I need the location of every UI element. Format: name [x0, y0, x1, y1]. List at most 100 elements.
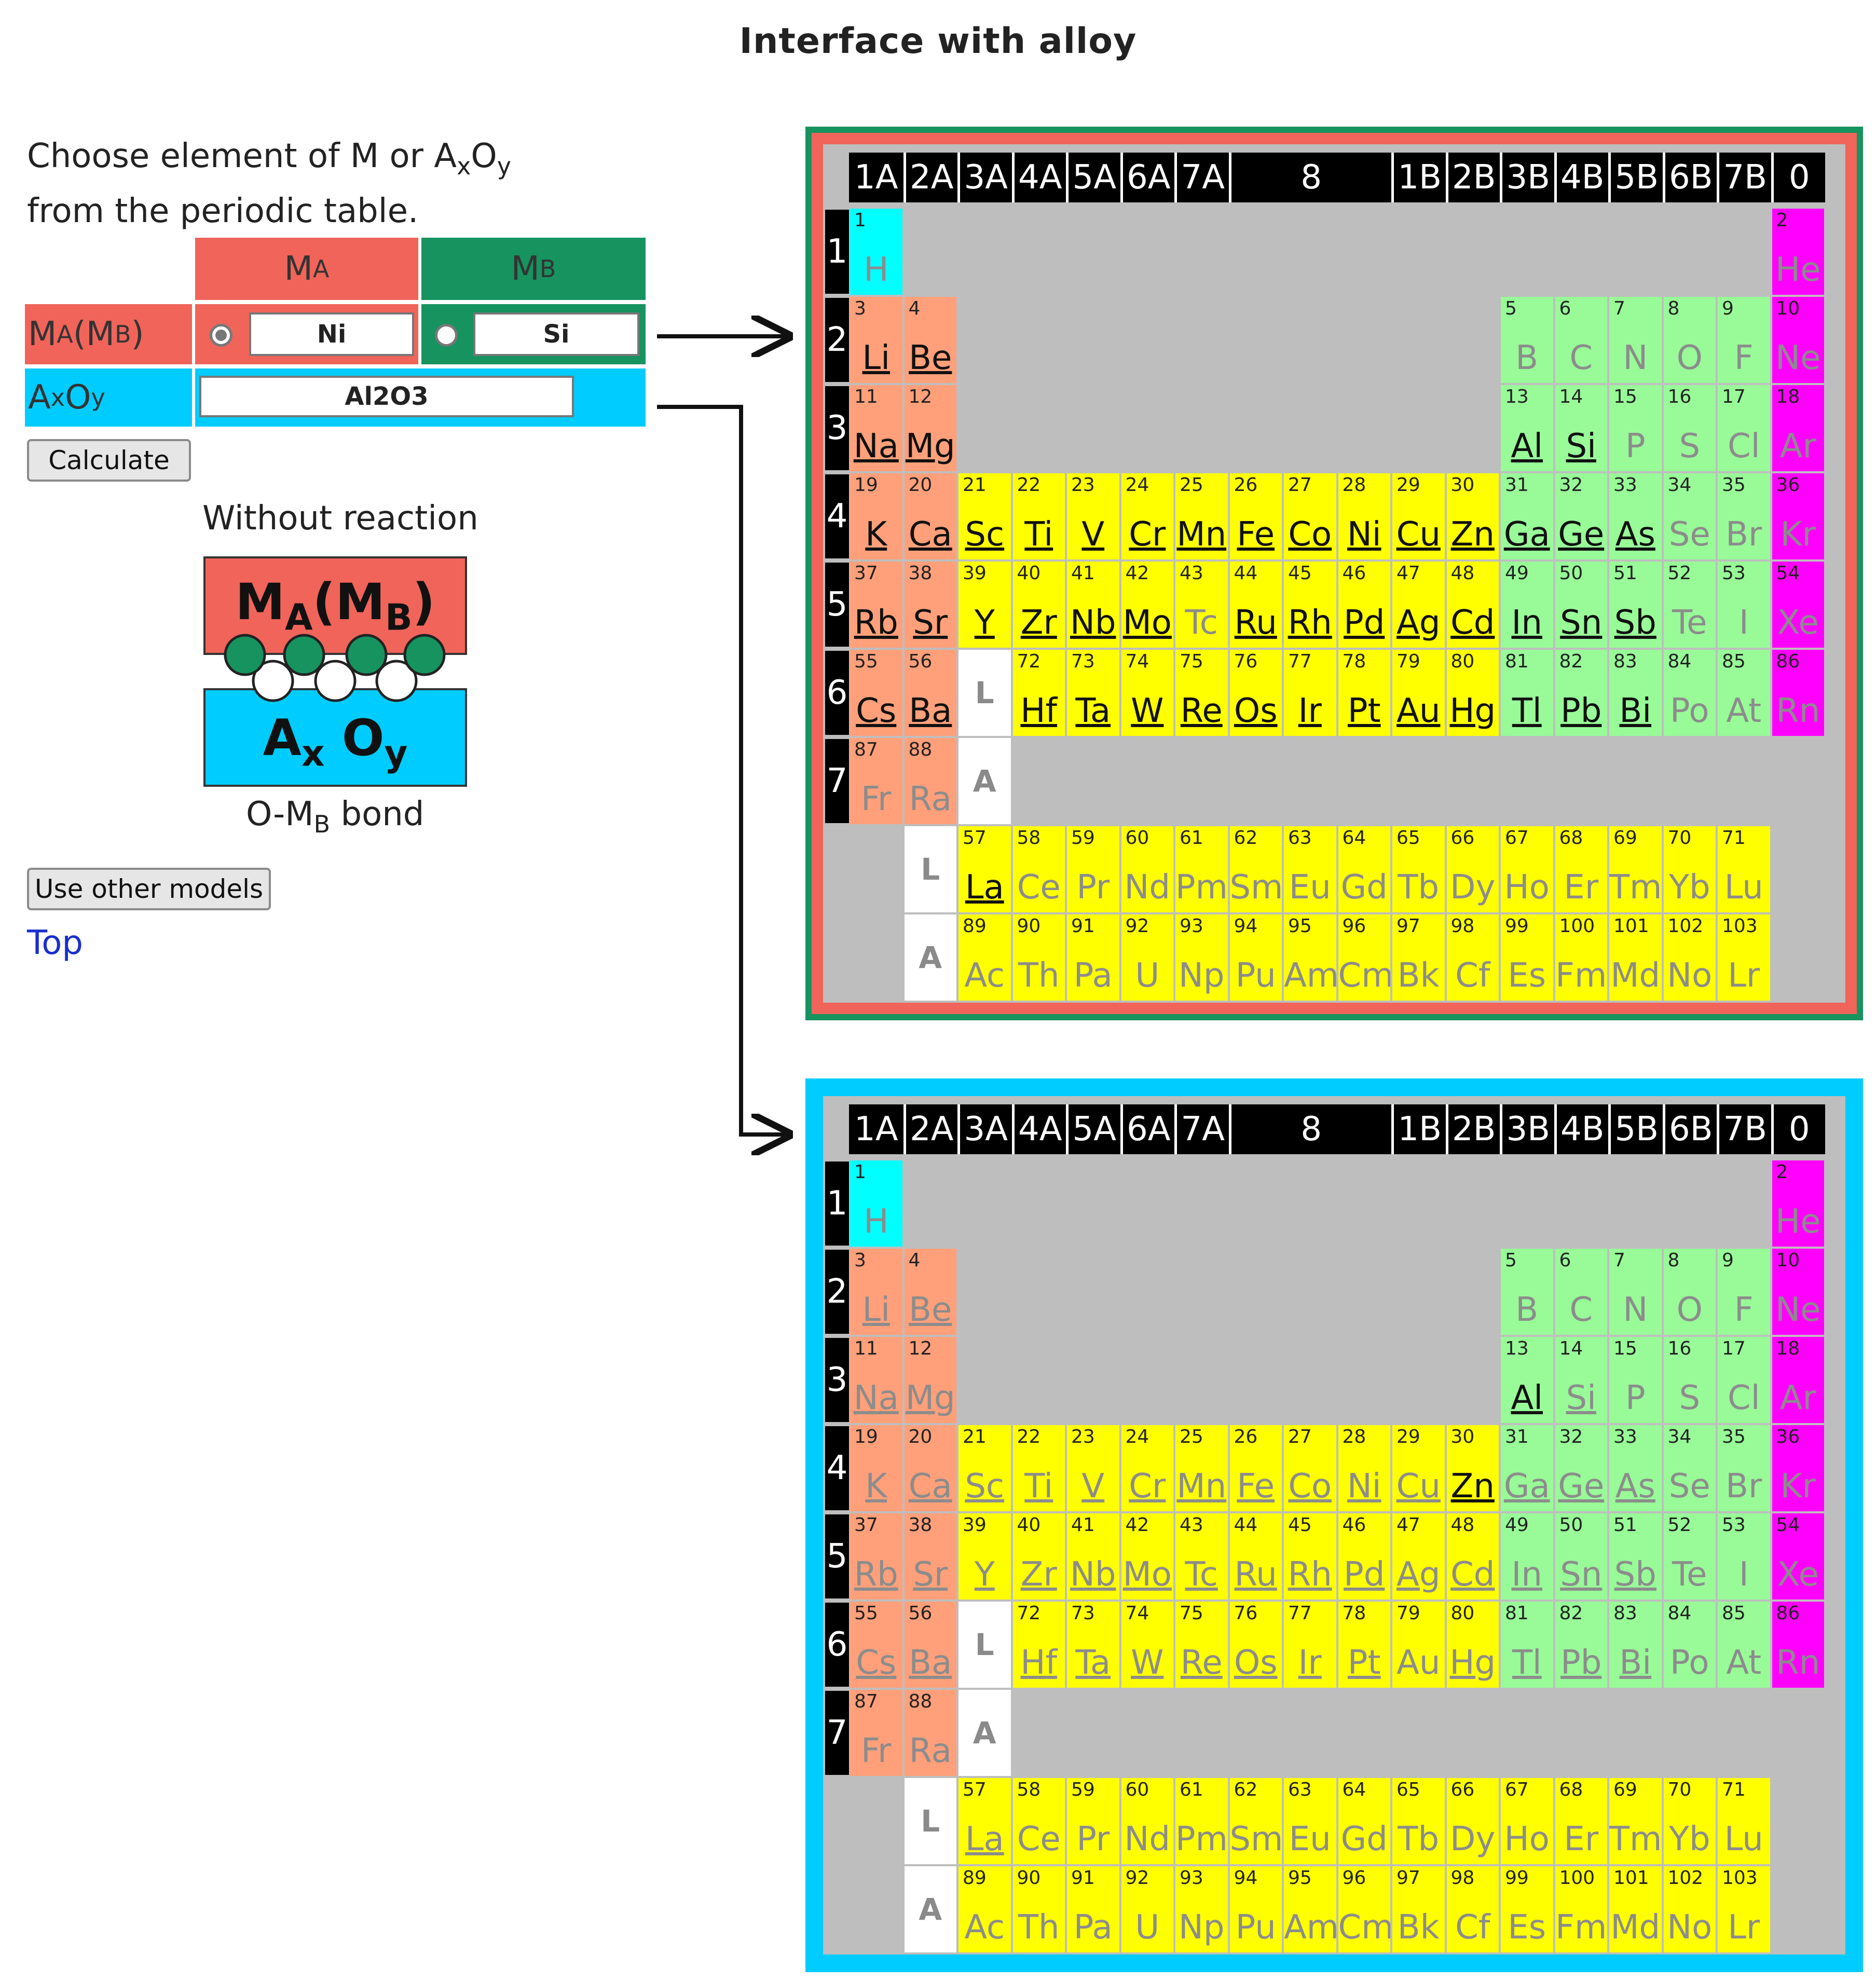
- mb-input[interactable]: Si: [473, 312, 639, 356]
- use-other-models-button[interactable]: Use other models: [27, 868, 271, 910]
- axoy-input[interactable]: Al2O3: [199, 376, 574, 417]
- ma-input[interactable]: Ni: [249, 312, 414, 356]
- ma-radio[interactable]: [210, 324, 232, 347]
- calculate-button[interactable]: Calculate: [27, 439, 191, 482]
- top-link[interactable]: Top: [27, 924, 83, 962]
- mb-radio[interactable]: [435, 324, 458, 347]
